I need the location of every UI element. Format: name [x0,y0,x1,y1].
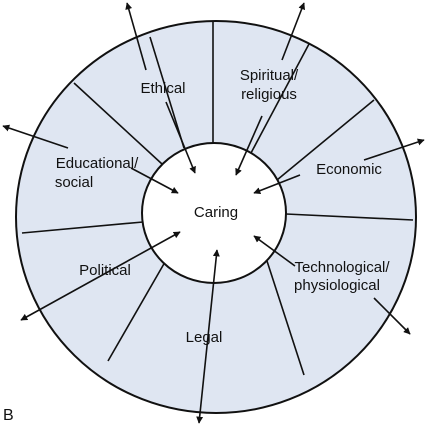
label-political: Political [79,262,131,279]
arrow-spiritual-out [281,2,305,61]
label-spiritual-line1: Spiritual/ [240,67,299,84]
arrow-technological-in [253,235,296,267]
spoke [250,43,310,154]
arrow-educational-in [130,167,179,194]
arrow-political [20,231,181,321]
arrow-ethical-in [165,101,196,174]
label-technological-line1: Technological/ [294,259,390,276]
inward-arrows [130,101,301,267]
arrow-legal [196,249,220,424]
panel-letter: B [3,407,14,424]
arrow-ethical-out [125,2,147,71]
arrow-spiritual-in [235,115,263,176]
label-legal: Legal [186,329,223,346]
spoke [73,82,163,165]
arrow-technological-out [373,297,411,335]
spoke [149,36,185,149]
spoke [285,213,414,221]
label-economic: Economic [316,161,382,178]
label-educational-line1: Educational/ [56,155,139,172]
arrow-educational-out [2,124,69,149]
label-technological-line2: physiological [294,277,380,294]
spoke [276,99,375,181]
label-ethical: Ethical [140,80,185,97]
spoke [266,260,305,376]
center-label: Caring [194,204,238,221]
arrow-economic-in [253,174,301,194]
label-educational-line2: social [55,174,93,191]
label-spiritual-line2: religious [241,86,297,103]
spoke [21,221,144,234]
arrow-economic-out [363,138,425,161]
outward-arrows [2,2,425,424]
